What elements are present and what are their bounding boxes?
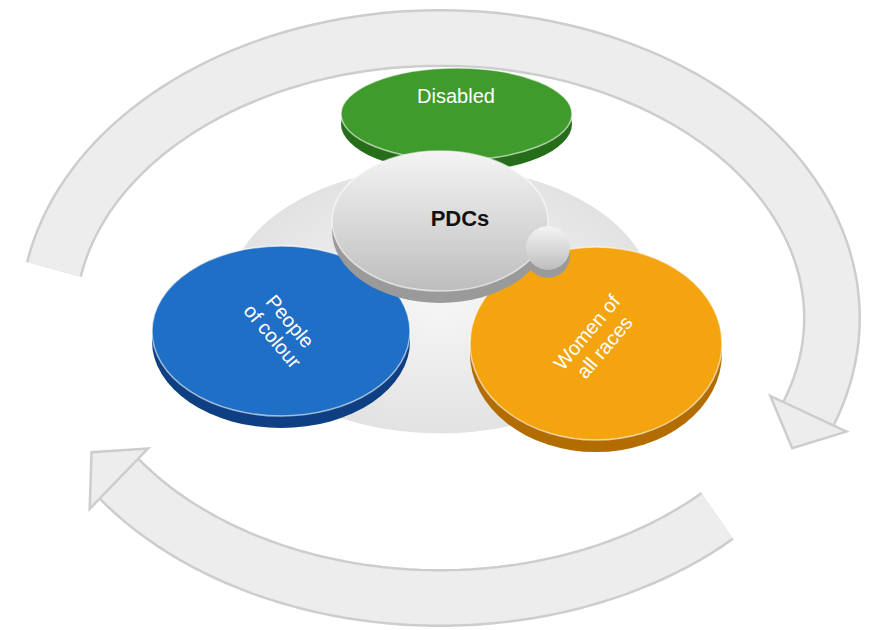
piece-label: PDCs bbox=[400, 206, 520, 231]
piece-top bbox=[332, 151, 548, 291]
piece-top bbox=[341, 68, 572, 160]
ring-arrow-head bbox=[770, 396, 846, 448]
cycle-arrows bbox=[54, 38, 846, 598]
piece-label: Disabled bbox=[391, 85, 521, 108]
center-puzzle-piece: PDCs bbox=[330, 145, 550, 305]
ring-arrow-edge bbox=[119, 479, 717, 598]
ring-arrow-body bbox=[119, 479, 717, 598]
piece-tab bbox=[436, 152, 476, 192]
piece-top bbox=[152, 246, 410, 416]
ring-arrow-head bbox=[90, 448, 148, 508]
piece-tab bbox=[526, 226, 570, 270]
piece-tab bbox=[350, 264, 394, 308]
piece-tab-side bbox=[436, 160, 476, 200]
piece-top bbox=[470, 247, 722, 440]
